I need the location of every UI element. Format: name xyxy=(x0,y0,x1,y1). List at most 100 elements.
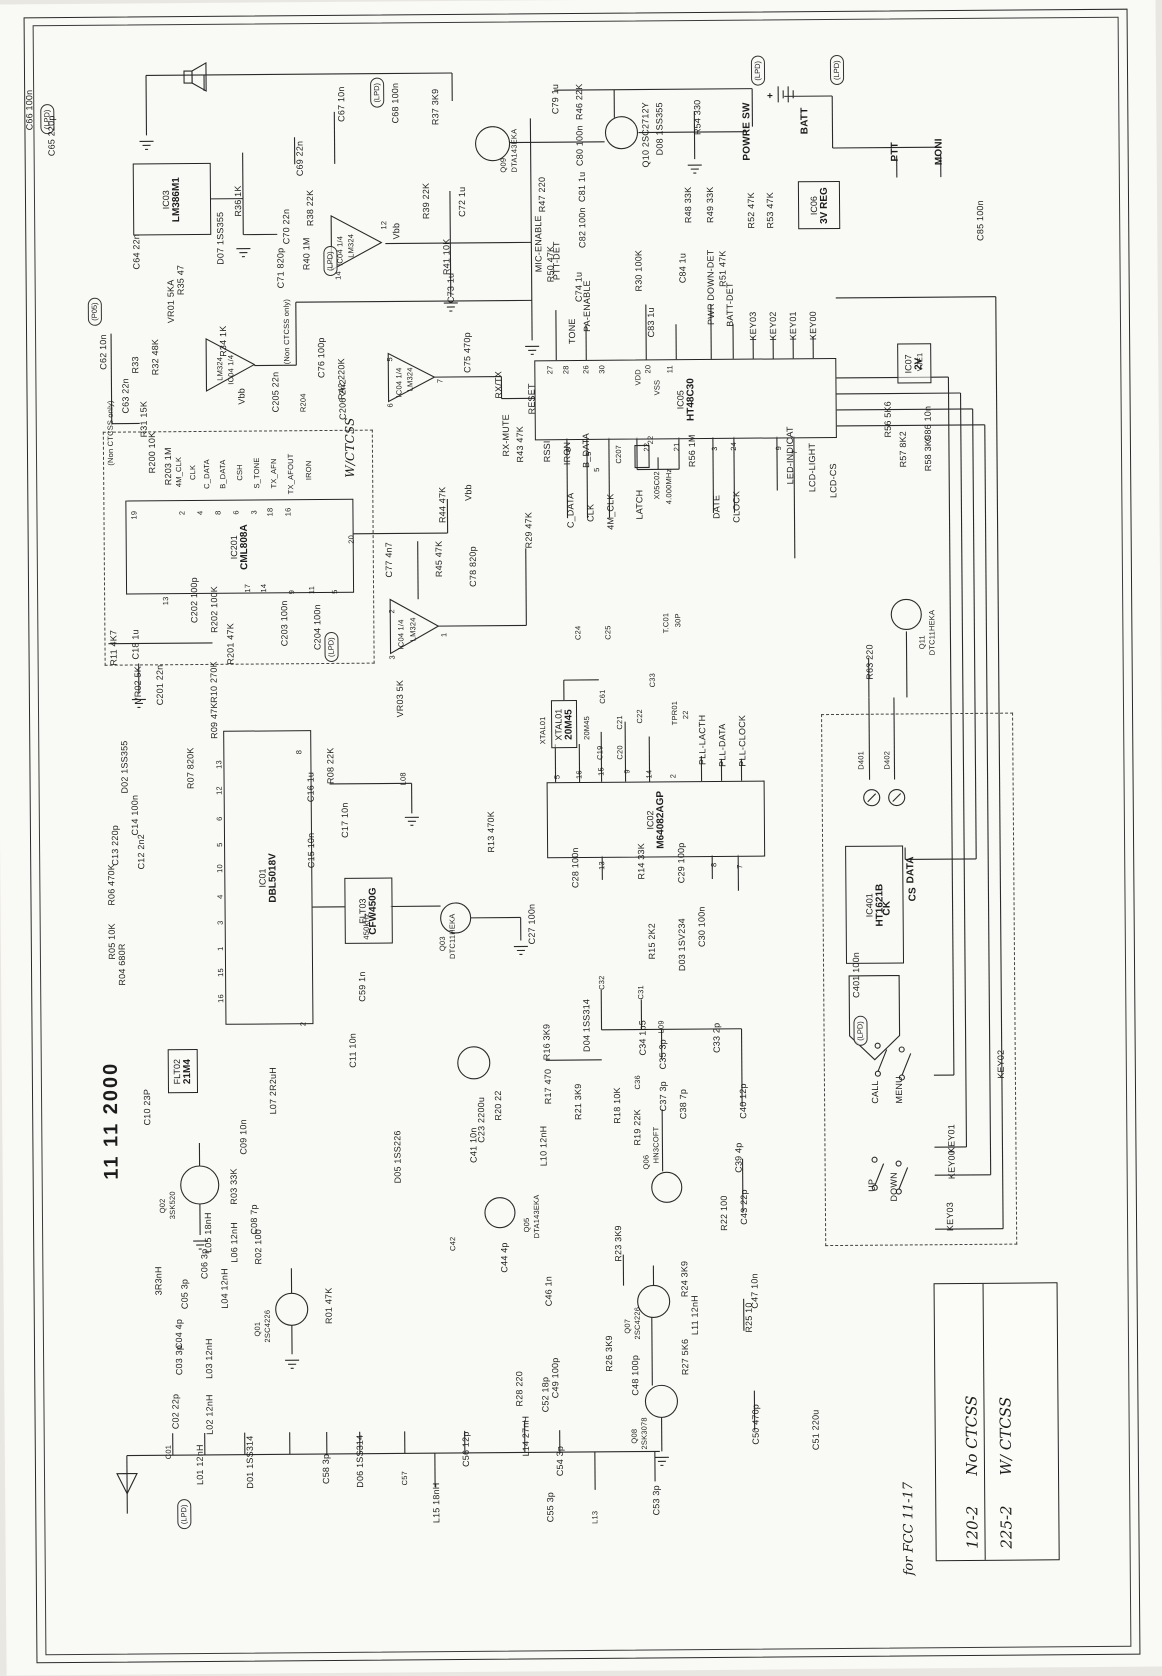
pin-label: Q07 xyxy=(624,1319,632,1334)
pin-label: 14 xyxy=(260,584,268,593)
ic-designator: IC02 xyxy=(645,791,655,849)
pin-label: 4 xyxy=(216,894,224,898)
component-label: L03 12nH xyxy=(204,1338,214,1379)
pin-label: D402 xyxy=(883,751,891,770)
component-label: MENU xyxy=(894,1076,904,1103)
component-label: C11 10n xyxy=(348,1033,358,1068)
pin-label: 8 xyxy=(214,510,222,514)
component-label: C51 220u xyxy=(811,1409,821,1450)
pin-label: 6 xyxy=(232,510,240,514)
pin-label: 13 xyxy=(162,596,170,605)
wire xyxy=(296,300,532,302)
pin-label: 2 xyxy=(299,1022,307,1026)
component-label: R26 3K9 xyxy=(604,1335,614,1372)
connector-pad: (LPD) xyxy=(324,632,338,662)
component-label: D04 1SS314 xyxy=(581,999,591,1052)
pin-label: DTC11HEKA xyxy=(449,914,457,959)
wire xyxy=(837,393,961,394)
component-label: RSSI xyxy=(542,440,552,462)
component-label: C84 1u xyxy=(677,253,687,283)
component-label: KEY02 xyxy=(768,311,778,340)
component-label: C66 100n xyxy=(24,90,34,131)
component-label: LCD-CS xyxy=(828,463,838,498)
component-label: CLK xyxy=(585,504,595,522)
pin-label: 11 xyxy=(666,365,674,373)
component-label: R203 1M xyxy=(163,447,173,485)
pin-label: Q06 xyxy=(643,1155,651,1170)
pin-label: 9 xyxy=(623,769,631,773)
component-label: PLL-LACTH xyxy=(697,715,707,765)
component-label: R39 22K xyxy=(421,183,431,220)
component-label: Q10 2SC2712Y xyxy=(640,102,651,168)
component-label: C203 100n xyxy=(279,600,289,646)
wire xyxy=(836,377,948,378)
component-label: BATT-DET xyxy=(725,282,735,327)
component-label: R36 1K xyxy=(233,185,243,216)
pin-label: 2SC4226 xyxy=(264,1310,272,1343)
pin-label: C61 xyxy=(599,689,607,703)
pin-label: 27 xyxy=(546,365,554,374)
ic-designator: IC201 xyxy=(229,524,239,570)
component-label: L14 27nH xyxy=(521,1416,531,1457)
component-label: R23 3K9 xyxy=(613,1225,623,1262)
component-label: R30 100K xyxy=(633,250,643,292)
component-label: C03 3p xyxy=(174,1345,184,1375)
connector-pad: (LPD) xyxy=(370,78,384,108)
connector-pad: (P05) xyxy=(88,297,102,325)
component-label: MIC-ENABLE xyxy=(533,215,543,272)
component-label: R45 47K xyxy=(434,541,444,578)
pin-label: LM324 xyxy=(406,367,414,391)
pin-label: 3 xyxy=(217,920,225,924)
component-label: PLL-CLOCK xyxy=(737,715,747,767)
wire xyxy=(833,147,941,148)
component-label: C13 220p xyxy=(110,825,120,866)
pin-label: 9 xyxy=(288,590,296,594)
component-label: R24 3K9 xyxy=(679,1261,689,1298)
wire xyxy=(837,409,973,410)
wire xyxy=(127,1451,660,1455)
wire xyxy=(510,142,605,143)
pin-label: IRON xyxy=(305,461,313,481)
connector-pad: (LPD) xyxy=(853,1016,867,1046)
component-label: C67 10n xyxy=(336,86,346,122)
pin-label: C207 xyxy=(615,445,623,464)
pin-label: C19 xyxy=(596,745,604,759)
component-label: TONE xyxy=(567,318,577,344)
component-label: D02 1SS355 xyxy=(119,740,129,793)
pin-label: Q03 xyxy=(439,936,447,951)
component-label: R48 33K xyxy=(683,187,693,224)
component-label: R09 47K xyxy=(209,702,219,739)
pin-label: 15 xyxy=(217,968,225,977)
component-label: R35 47 xyxy=(176,265,186,295)
component-label: LATCH xyxy=(634,490,644,520)
pin-label: 5 xyxy=(216,842,224,846)
pin-label: LM324 xyxy=(216,357,224,381)
component-label: KEY01 xyxy=(946,1124,956,1153)
component-label: C71 820p xyxy=(275,248,285,289)
component-label: C78 820p xyxy=(468,546,478,587)
ic-designator: IC06 xyxy=(808,187,818,224)
component-label: C34 1p5 xyxy=(637,1020,647,1056)
component-label: + xyxy=(766,92,776,98)
component-label: KEY01 xyxy=(788,311,798,340)
pin-label: 13 xyxy=(215,760,223,769)
component-label: C15 10n xyxy=(306,833,316,869)
pin-label: (Non CTCSS only) xyxy=(107,400,116,465)
pin-label: L13 xyxy=(591,1511,599,1524)
pin-label: Q09 xyxy=(500,158,508,173)
fcc-handwritten-note: for FCC 11-17 xyxy=(901,1482,917,1576)
component-label: 3R3nH xyxy=(153,1266,163,1295)
pin-label: 16 xyxy=(217,994,225,1003)
component-label: C63 22n xyxy=(120,378,130,414)
component-label: DATE xyxy=(711,495,721,519)
pin-label: Q02 xyxy=(159,1198,167,1213)
ic-designator: IC05 xyxy=(675,378,685,421)
component-label: R44 47K xyxy=(437,487,447,524)
component-label: C82 100n xyxy=(577,207,587,248)
component-label: R08 22K xyxy=(325,747,335,784)
handwritten-note: W/CTCSS xyxy=(345,417,355,477)
